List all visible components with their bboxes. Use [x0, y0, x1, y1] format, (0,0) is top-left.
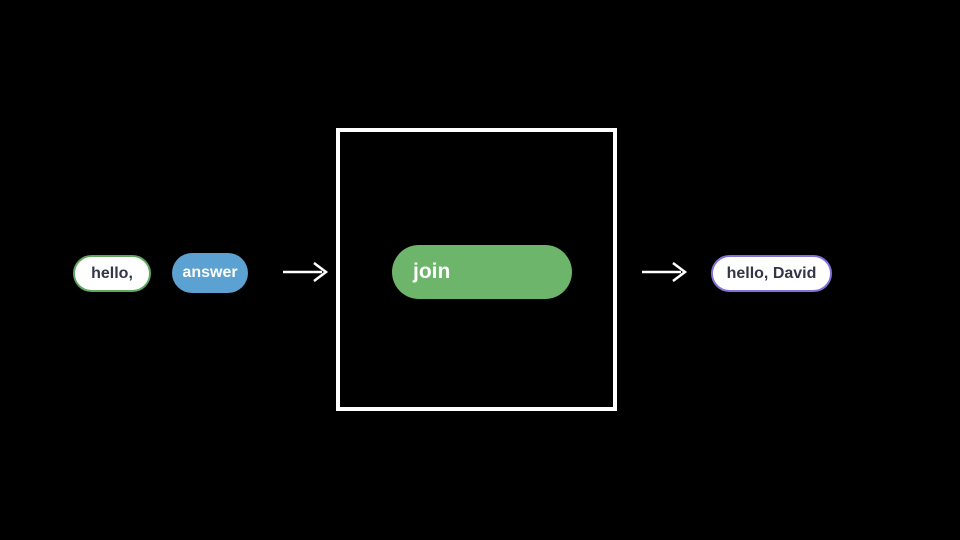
- output-pill: hello, David: [711, 255, 832, 292]
- join-block-label: join: [413, 260, 451, 283]
- arrow-right-icon: [642, 262, 688, 282]
- input-pill-answer: answer: [172, 253, 248, 293]
- input-pill-hello: hello,: [73, 255, 151, 292]
- input-pill-hello-label: hello,: [91, 264, 133, 282]
- join-block: join: [392, 245, 572, 299]
- input-pill-answer-label: answer: [182, 264, 238, 281]
- arrow-right-icon: [283, 262, 329, 282]
- output-pill-label: hello, David: [726, 264, 817, 282]
